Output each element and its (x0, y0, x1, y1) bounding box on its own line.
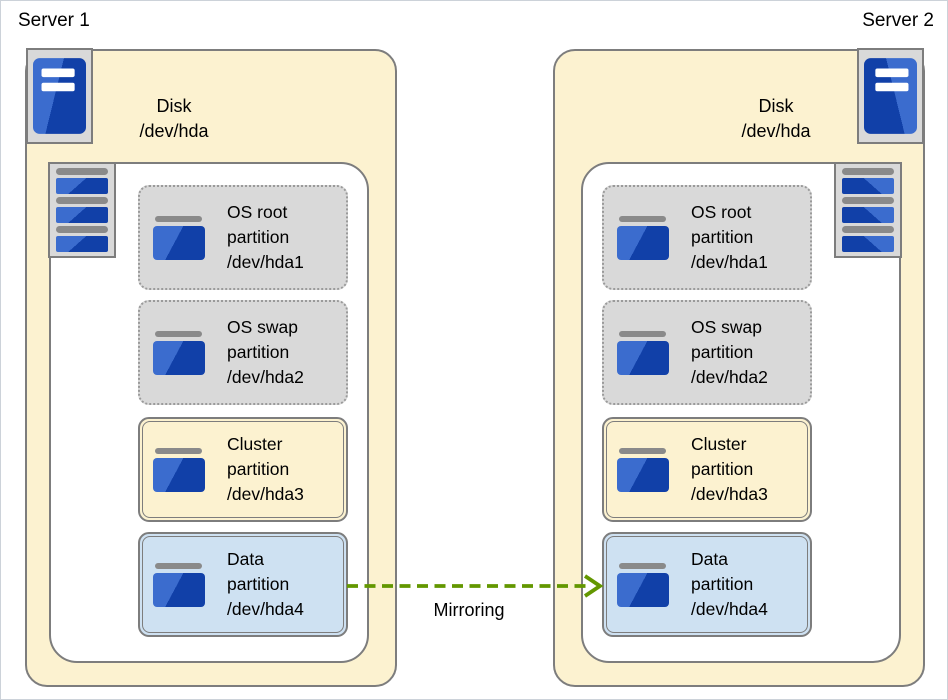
server-icon-box (26, 48, 93, 144)
partition-kind-line: partition (691, 459, 754, 479)
partition-kind-line: partition (691, 574, 754, 594)
partition-os-root: OS root partition /dev/hda1 (138, 185, 348, 290)
mirroring-label: Mirroring (433, 600, 505, 620)
partition-os-root: OS root partition /dev/hda1 (602, 185, 812, 290)
disk-stack-icon-box (48, 162, 116, 258)
server-tower-icon (33, 58, 86, 134)
server-1-box: Disk /dev/hda OS root (25, 48, 397, 687)
partition-device-line: /dev/hda4 (691, 599, 768, 619)
partition-name-line: Cluster (691, 434, 747, 454)
partition-device-line: /dev/hda2 (691, 367, 768, 387)
partition-name-line: Data (691, 549, 728, 569)
partition-icon (153, 215, 205, 260)
server-icon-box (857, 48, 924, 144)
disk-label-line2: /dev/hda (139, 121, 209, 141)
disk-label: Disk /dev/hda (104, 94, 244, 144)
partition-kind-line: partition (227, 459, 290, 479)
partition-device-line: /dev/hda1 (227, 252, 304, 272)
partition-kind-line: partition (227, 227, 290, 247)
server-tower-icon (864, 58, 917, 134)
disk-stack-icon (842, 168, 894, 252)
partition-device-line: /dev/hda1 (691, 252, 768, 272)
server-1-label: Server 1 (18, 10, 90, 31)
partition-data: Data partition /dev/hda4 (602, 532, 812, 637)
disk-label-line1: Disk (156, 96, 192, 116)
partition-kind-line: partition (227, 342, 290, 362)
disk-stack-icon (56, 168, 108, 252)
partition-icon (617, 330, 669, 375)
partition-device-line: /dev/hda4 (227, 599, 304, 619)
partition-name-line: OS swap (227, 317, 298, 337)
disk-label-line1: Disk (758, 96, 794, 116)
disk-label: Disk /dev/hda (706, 94, 846, 144)
partition-kind-line: partition (227, 574, 290, 594)
partition-kind-line: partition (691, 227, 754, 247)
disk-label-line2: /dev/hda (741, 121, 811, 141)
partition-name-line: OS root (691, 202, 752, 222)
mirroring-arrow (347, 574, 604, 598)
server-2-box: Disk /dev/hda OS root (553, 48, 925, 687)
server-2-label: Server 2 (862, 10, 934, 31)
partition-icon (617, 447, 669, 492)
partition-name-line: OS root (227, 202, 288, 222)
partition-name-line: Cluster (227, 434, 283, 454)
partition-device-line: /dev/hda3 (691, 484, 768, 504)
partition-device-line: /dev/hda2 (227, 367, 304, 387)
partition-cluster: Cluster partition /dev/hda3 (602, 417, 812, 522)
partition-icon (617, 215, 669, 260)
partition-cluster: Cluster partition /dev/hda3 (138, 417, 348, 522)
partition-icon (153, 562, 205, 607)
partition-device-line: /dev/hda3 (227, 484, 304, 504)
partition-os-swap: OS swap partition /dev/hda2 (602, 300, 812, 405)
partition-name-line: Data (227, 549, 264, 569)
partition-kind-line: partition (691, 342, 754, 362)
partition-icon (153, 447, 205, 492)
partition-name-line: OS swap (691, 317, 762, 337)
disk-stack-icon-box (834, 162, 902, 258)
partition-os-swap: OS swap partition /dev/hda2 (138, 300, 348, 405)
partition-icon (617, 562, 669, 607)
partition-data: Data partition /dev/hda4 (138, 532, 348, 637)
partition-icon (153, 330, 205, 375)
